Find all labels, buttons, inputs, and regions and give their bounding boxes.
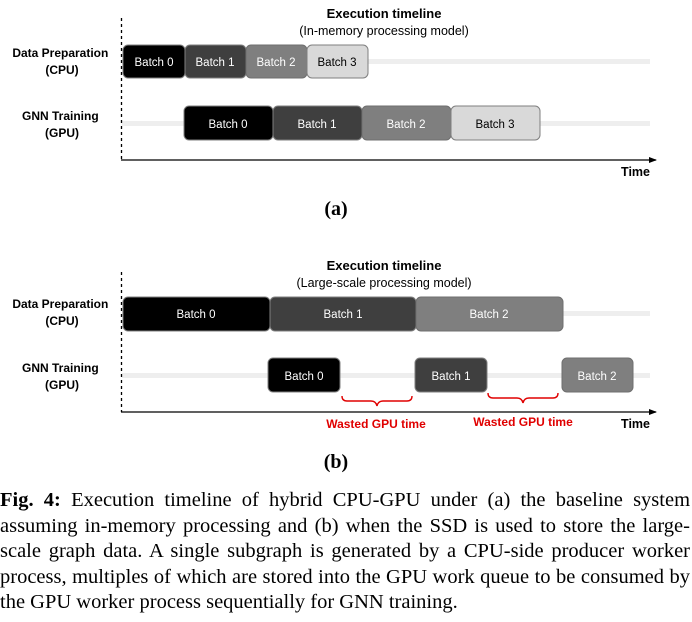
panel-b-row-cpu-label: Data Preparation (CPU) [12, 297, 111, 328]
panel-b-title: Execution timeline [327, 258, 442, 273]
panel-a-subtitle: (In-memory processing model) [299, 24, 469, 38]
panel-b-gpu-batch-2-label: Batch 2 [578, 371, 617, 383]
panel-b-cpu-batch-0-label: Batch 0 [177, 309, 216, 321]
panel-b-cpu-batch-1-label: Batch 1 [324, 309, 363, 321]
panel-b-gpu-batch-1-label: Batch 1 [432, 371, 471, 383]
panel-b-wasted-2: Wasted GPU time [473, 392, 573, 429]
panel-a-gpu-batches: Batch 0 Batch 1 Batch 2 Batch 3 [183, 105, 541, 141]
panel-a-title: Execution timeline [327, 6, 442, 21]
wasted-label-2: Wasted GPU time [473, 415, 573, 429]
wasted-label-1: Wasted GPU time [326, 417, 426, 431]
panel-a-time-label: Time [621, 165, 650, 179]
figure-caption: Fig. 4: Execution timeline of hybrid CPU… [0, 488, 690, 616]
panel-a-cpu-batch-1-label: Batch 1 [196, 57, 235, 69]
panel-b-gpu-batch-2 [561, 357, 634, 393]
panel-a-label: (a) [324, 198, 347, 220]
caption-prefix: Fig. 4: [0, 489, 61, 511]
panel-b-gpu-batches: Batch 0 Batch 1 Batch 2 [267, 357, 634, 393]
panel-b-label: (b) [324, 451, 348, 473]
panel-b-row-gpu-label: GNN Training (GPU) [22, 361, 102, 392]
panel-a-gpu-batch-0-label: Batch 0 [209, 119, 248, 131]
panel-a-row-gpu-label: GNN Training (GPU) [22, 109, 102, 140]
panel-b-cpu-batch-2-label: Batch 2 [470, 309, 509, 321]
panel-a-cpu-batch-2-label: Batch 2 [257, 57, 296, 69]
panel-b-gpu-batch-0-label: Batch 0 [285, 371, 324, 383]
panel-a-gpu-batch-3 [450, 105, 541, 141]
panel-b-gpu-track [122, 373, 650, 378]
panel-b-gpu-batch-0 [267, 357, 341, 393]
panel-a-row-cpu-label: Data Preparation (CPU) [12, 46, 111, 77]
panel-a-cpu-batch-3-label: Batch 3 [318, 57, 357, 69]
panel-b: Execution timeline (Large-scale processi… [12, 258, 657, 473]
panel-a: Execution timeline (In-memory processing… [12, 6, 657, 220]
panel-b-wasted-1: Wasted GPU time [326, 395, 426, 431]
panel-a-cpu-batch-3 [306, 44, 369, 79]
panel-b-time-label: Time [621, 417, 650, 431]
caption-text: Execution timeline of hybrid CPU-GPU und… [0, 489, 691, 613]
panel-b-gpu-batch-1 [414, 357, 488, 393]
panel-b-subtitle: (Large-scale processing model) [296, 276, 471, 290]
wasted-brace-2 [487, 392, 559, 404]
panel-b-cpu-batch-2 [415, 296, 564, 332]
figure-diagram: Execution timeline (In-memory processing… [12, 6, 657, 473]
panel-b-cpu-batches: Batch 0 Batch 1 Batch 2 [122, 296, 564, 332]
panel-a-gpu-batch-3-label: Batch 3 [476, 119, 515, 131]
panel-a-cpu-batches: Batch 0 Batch 1 Batch 2 Batch 3 [122, 44, 369, 79]
panel-a-cpu-batch-0-label: Batch 0 [135, 57, 174, 69]
wasted-brace-1 [341, 395, 413, 407]
panel-a-cpu-track [122, 59, 650, 64]
panel-a-gpu-batch-1-label: Batch 1 [298, 119, 337, 131]
panel-a-gpu-batch-2-label: Batch 2 [387, 119, 426, 131]
